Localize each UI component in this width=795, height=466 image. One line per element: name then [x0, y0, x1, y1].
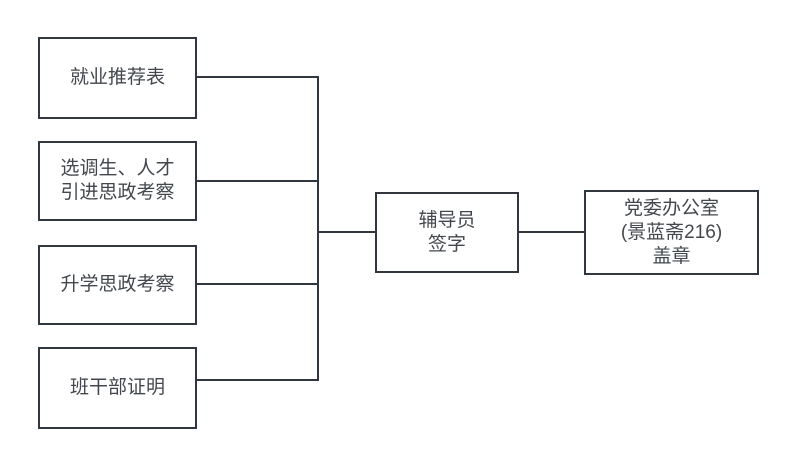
flowchart-node-counselor-signature: 辅导员 签字 [375, 192, 519, 273]
connector-trunk-vertical [317, 76, 319, 381]
connector-line-to-party-office [518, 231, 585, 233]
connector-line-from-xuandiaosheng [196, 180, 318, 182]
connector-line-from-employment-form [196, 76, 318, 78]
connector-line-from-class-cadre [196, 379, 318, 381]
flowchart-node-xuandiaosheng-talent-ideological-review: 选调生、人才 引进思政考察 [38, 141, 197, 221]
flowchart-node-employment-recommendation-form: 就业推荐表 [38, 37, 197, 119]
connector-line-to-counselor [318, 231, 376, 233]
flowchart-node-class-cadre-certificate: 班干部证明 [38, 347, 197, 429]
connector-line-from-further-study [196, 283, 318, 285]
flowchart-node-party-committee-office-seal: 党委办公室 (景蓝斋216) 盖章 [584, 190, 759, 275]
flowchart-node-further-study-ideological-review: 升学思政考察 [38, 245, 197, 325]
